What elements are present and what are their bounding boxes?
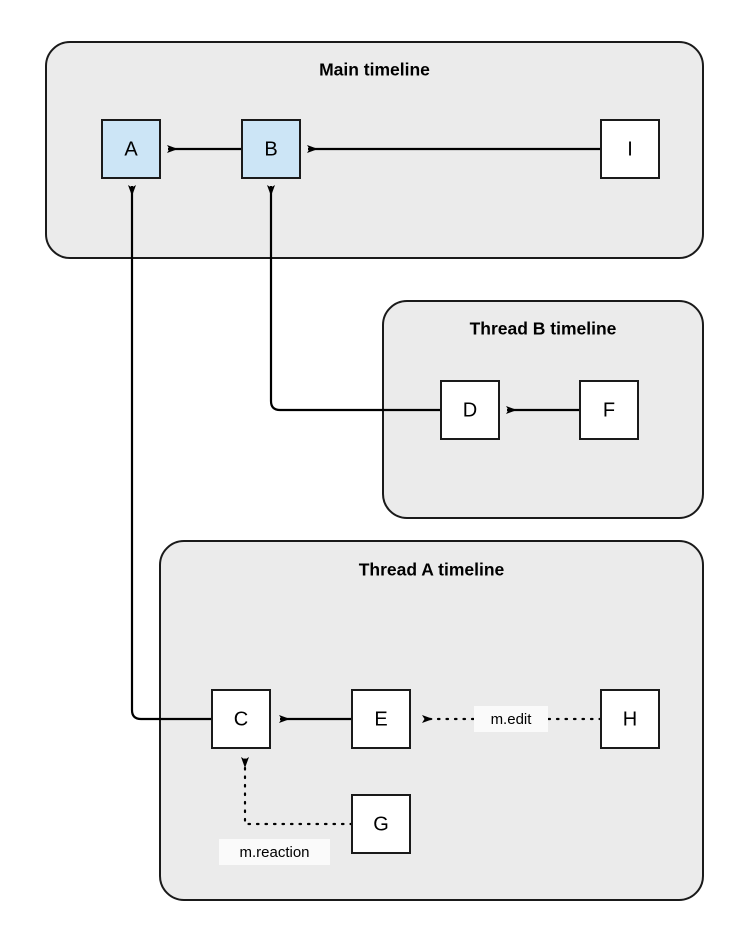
node-G-box[interactable] [351,794,411,854]
group-thread-b-timeline-title: Thread B timeline [470,319,617,339]
group-main-timeline-title: Main timeline [319,60,430,80]
node-G-label: G [373,813,389,835]
node-I-box[interactable] [600,119,660,179]
node-B-label: B [264,138,277,160]
node-A[interactable]: A [101,119,161,179]
edge-label-m-edit-text: m.edit [491,711,533,728]
node-F-label: F [603,399,615,421]
group-thread-a-timeline-title: Thread A timeline [359,560,505,580]
node-I[interactable]: I [600,119,660,179]
edge-c-to-a [128,185,212,721]
node-D[interactable]: D [440,380,500,440]
node-B-box[interactable] [241,119,301,179]
node-F[interactable]: F [579,380,639,440]
node-C-box[interactable] [211,689,271,749]
node-F-box[interactable] [579,380,639,440]
node-H-box[interactable] [600,689,660,749]
edge-label-m-reaction-text: m.reaction [239,844,309,861]
node-G[interactable]: G [351,794,411,854]
edge-label-m-edit: m.edit [474,706,548,732]
edge-label-m-reaction-plate [219,839,330,865]
node-C[interactable]: C [211,689,271,749]
node-D-box[interactable] [440,380,500,440]
node-E[interactable]: E [351,689,411,749]
node-E-box[interactable] [351,689,411,749]
node-C-label: C [234,708,248,730]
node-E-label: E [374,708,387,730]
node-D-label: D [463,399,477,421]
node-H[interactable]: H [600,689,660,749]
node-H-label: H [623,708,637,730]
node-A-label: A [124,138,138,160]
edge-g-to-c [241,756,354,826]
edge-label-m-reaction: m.reaction [219,839,330,865]
node-A-box[interactable] [101,119,161,179]
node-B[interactable]: B [241,119,301,179]
node-I-label: I [627,138,633,160]
edge-label-m-edit-plate [474,706,548,732]
edge-d-to-b [267,185,441,412]
edge-layer [128,145,603,826]
